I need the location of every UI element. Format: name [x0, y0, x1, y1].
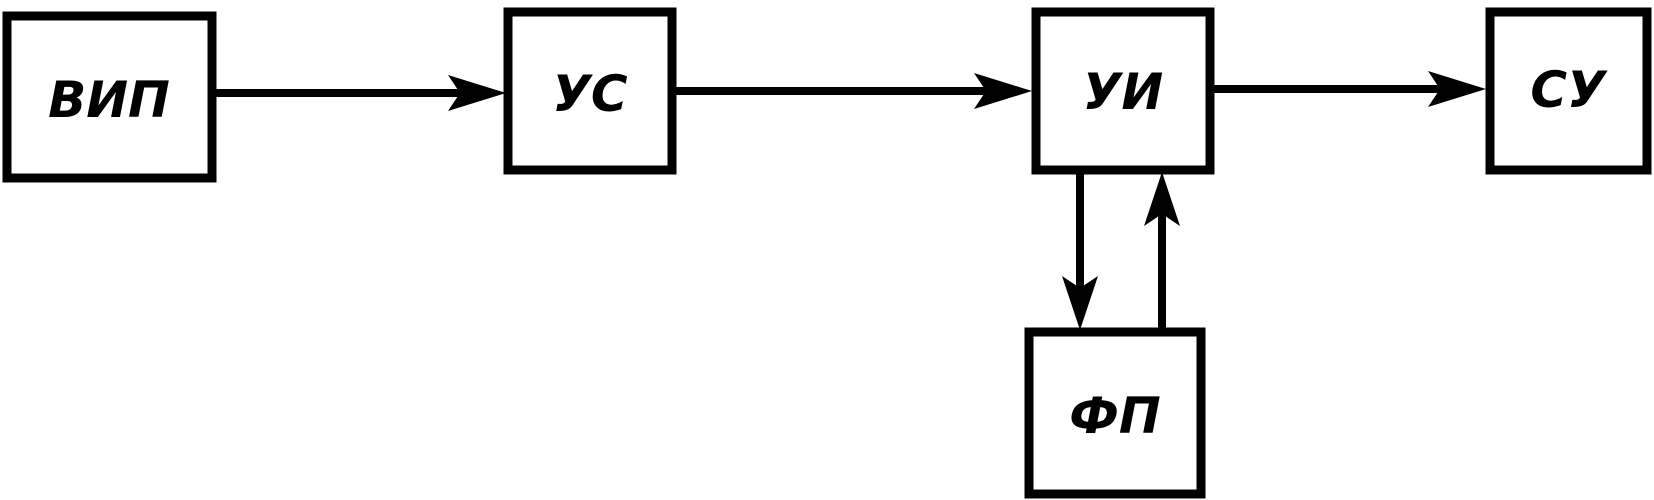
block-ui: УИ	[1031, 7, 1215, 175]
block-fp-label: ФП	[1069, 387, 1160, 445]
arrow-ui-to-su-icon	[1428, 71, 1486, 107]
block-vip: ВИП	[2, 11, 217, 183]
block-vip-label: ВИП	[48, 71, 170, 129]
arrow-ui-to-fp-icon	[1062, 276, 1098, 330]
block-fp: ФП	[1024, 327, 1206, 499]
arrow-vip-to-us-icon	[448, 75, 506, 111]
block-us-label: УС	[552, 65, 628, 123]
arrow-us-to-ui-icon	[974, 73, 1032, 109]
block-ui-label: УИ	[1083, 63, 1163, 121]
block-su: СУ	[1485, 7, 1652, 175]
block-vip-frame	[2, 11, 217, 183]
block-ui-frame	[1031, 7, 1215, 175]
block-us-frame	[503, 7, 677, 175]
arrow-fp-to-ui-icon	[1144, 172, 1180, 226]
block-su-label: СУ	[1530, 61, 1608, 119]
block-su-frame	[1485, 7, 1652, 175]
block-us: УС	[503, 7, 677, 175]
block-fp-frame	[1024, 327, 1206, 499]
